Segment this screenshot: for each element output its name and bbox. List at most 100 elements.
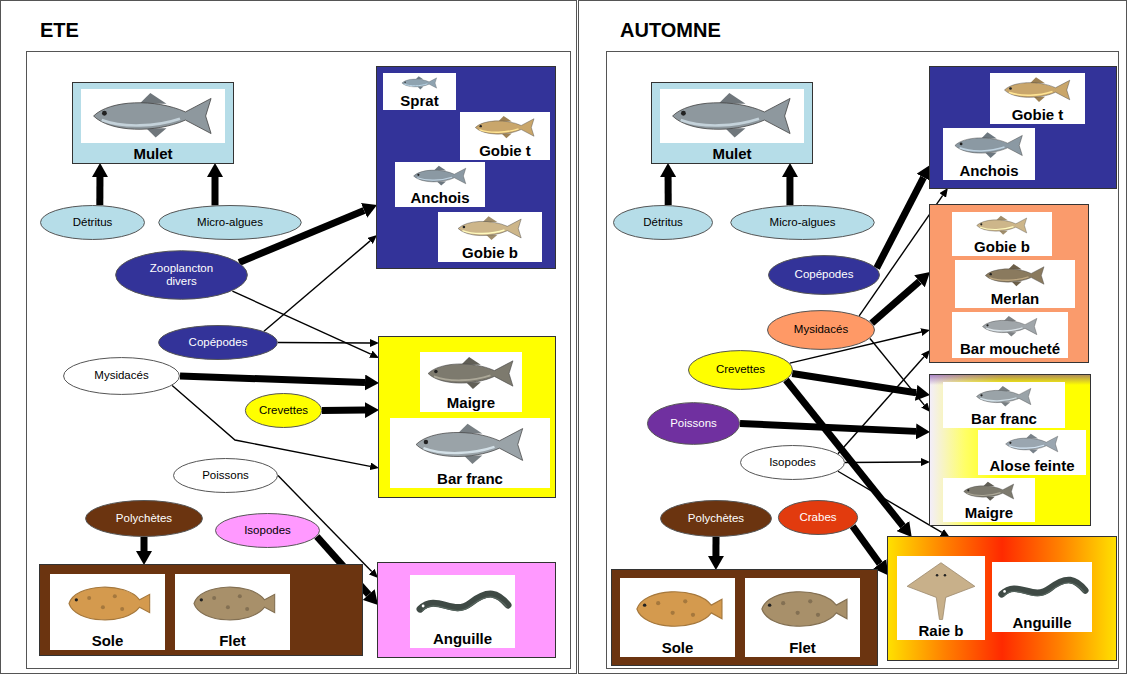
- fish-body: [416, 429, 523, 461]
- food-arrow: [712, 537, 719, 556]
- eel-belly: [1004, 583, 1085, 596]
- prey-label: Polychètes: [116, 512, 172, 525]
- prey-label: Micro-algues: [770, 216, 836, 229]
- prey-ellipse: Poissons: [173, 458, 278, 493]
- fish-body: [983, 318, 1037, 334]
- fish-body: [977, 388, 1031, 404]
- ellipse-shape: [768, 311, 875, 350]
- species-label: Flet: [219, 632, 246, 649]
- fish-eye: [102, 111, 107, 116]
- prey-ellipse: Crabes: [778, 500, 858, 535]
- species-tile: Gobie b: [438, 212, 542, 262]
- fish-fin: [996, 216, 1008, 221]
- species-tile: Gobie b: [952, 212, 1052, 256]
- food-arrow: [838, 357, 924, 454]
- fish-fin: [418, 87, 424, 90]
- prey-ellipse: Zooplancton divers: [115, 250, 248, 300]
- fish-body: [458, 219, 521, 238]
- prey-ellipse: Copépodes: [158, 325, 278, 360]
- fish-body: [1006, 436, 1058, 452]
- species-tile: Sole: [50, 574, 165, 650]
- prey-ellipse: Copépodes: [768, 255, 880, 295]
- fish-belly: [681, 119, 759, 126]
- prey-label: Crevettes: [259, 404, 308, 417]
- ellipse-shape: [159, 326, 278, 360]
- ellipse-shape: [769, 256, 880, 295]
- fish-body: [964, 484, 1014, 499]
- fish-body: [94, 98, 211, 133]
- food-arrow: [792, 373, 916, 392]
- fish-fin: [466, 382, 481, 389]
- species-label: Anchois: [410, 189, 469, 206]
- prey-label: Isopodes: [244, 524, 291, 537]
- species-label: Bar moucheté: [960, 340, 1060, 357]
- flatfish-body: [637, 592, 722, 626]
- prey-ellipse: Poissons: [647, 402, 740, 445]
- prey-ellipse: Mysidacés: [63, 357, 180, 395]
- food-arrow: [872, 281, 920, 323]
- fish-illustration: [52, 576, 163, 631]
- fish-body: [428, 361, 513, 386]
- flatfish-spot: [816, 613, 820, 617]
- prey-label: Poissons: [670, 417, 717, 430]
- ellipse-shape: [661, 501, 772, 537]
- panel-heading: ETE: [40, 19, 79, 42]
- predator-group: Anguille: [378, 563, 555, 657]
- fish-fin: [1034, 97, 1045, 102]
- fish-body: [985, 267, 1044, 285]
- species-label: Gobie t: [479, 142, 531, 159]
- species-label: Gobie t: [1012, 106, 1064, 123]
- ellipse-shape: [116, 251, 248, 300]
- prey-ellipse: Polychètes: [85, 500, 203, 537]
- eel-body: [1002, 580, 1086, 594]
- predator-group: Raie bAnguille: [888, 537, 1116, 660]
- ellipse-shape: [245, 394, 321, 428]
- flatfish-body: [194, 587, 275, 620]
- prey-label: Mysidacés: [94, 369, 148, 382]
- species-label: Sprat: [400, 92, 438, 109]
- species-tile: Gobie t: [460, 112, 550, 160]
- species-tile: Sole: [620, 578, 735, 657]
- fish-fin: [502, 134, 512, 139]
- fish-eye: [768, 603, 771, 606]
- food-arrow: [665, 177, 672, 205]
- fish-body: [402, 78, 437, 88]
- fish-fin: [1030, 77, 1045, 83]
- fish-fin: [986, 497, 995, 501]
- fish-fin: [437, 181, 446, 185]
- prey-ellipse: Mysidacés: [767, 310, 875, 350]
- species-label: Maigre: [965, 504, 1013, 521]
- fish-eye: [75, 598, 78, 601]
- flatfish-spot: [683, 599, 687, 603]
- fish-fin: [458, 424, 483, 434]
- food-arrow: [264, 241, 370, 331]
- prey-label: Crevettes: [716, 363, 765, 376]
- ellipse-shape: [614, 206, 713, 240]
- species-label: Sole: [92, 632, 124, 649]
- fish-belly: [1009, 92, 1053, 96]
- fish-eye: [986, 324, 988, 326]
- fish-body: [475, 119, 534, 137]
- fish-illustration: [622, 580, 733, 638]
- prey-ellipse: Détritus: [613, 205, 713, 240]
- species-tile: Anchois: [395, 162, 485, 207]
- species-tile: Bar franc: [943, 382, 1065, 428]
- fish-illustration: [440, 214, 540, 243]
- prey-label: Copépodes: [189, 336, 248, 349]
- species-tile: Raie b: [897, 556, 985, 640]
- fish-eye: [989, 273, 991, 275]
- fish-eye: [463, 226, 466, 229]
- species-tile: Alose feinte: [978, 430, 1086, 475]
- fish-body: [977, 218, 1027, 233]
- fish-illustration: [397, 164, 483, 188]
- prey-ellipse: Micro-algues: [730, 205, 875, 240]
- predator-group: Gobie tAnchois: [930, 67, 1116, 188]
- flatfish-spot: [796, 611, 800, 615]
- prey-ellipse: Micro-algues: [158, 205, 302, 240]
- ellipse-shape: [741, 446, 845, 480]
- fish-belly: [967, 493, 1000, 496]
- fish-illustration: [945, 384, 1063, 409]
- ellipse-shape: [64, 358, 180, 395]
- fish-illustration: [954, 314, 1066, 339]
- predator-group: SpratGobie t AnchoisGobie b: [377, 67, 555, 268]
